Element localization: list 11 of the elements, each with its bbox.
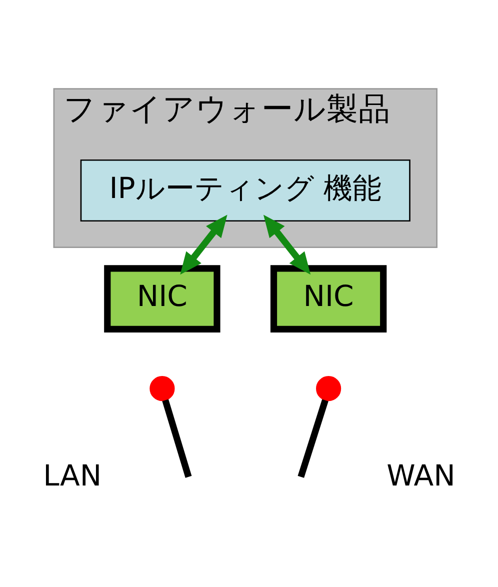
node-box: NIC bbox=[270, 265, 387, 332]
node-cross bbox=[316, 376, 342, 402]
label: WAN bbox=[386, 458, 456, 493]
node-cross bbox=[150, 376, 175, 402]
connector bbox=[162, 399, 192, 478]
connector bbox=[298, 399, 328, 478]
arrow bbox=[180, 214, 228, 275]
label: LAN bbox=[43, 458, 102, 493]
arrow bbox=[263, 214, 311, 275]
node-box: IPルーティング 機能 bbox=[80, 159, 410, 222]
node-box: NIC bbox=[104, 265, 220, 332]
